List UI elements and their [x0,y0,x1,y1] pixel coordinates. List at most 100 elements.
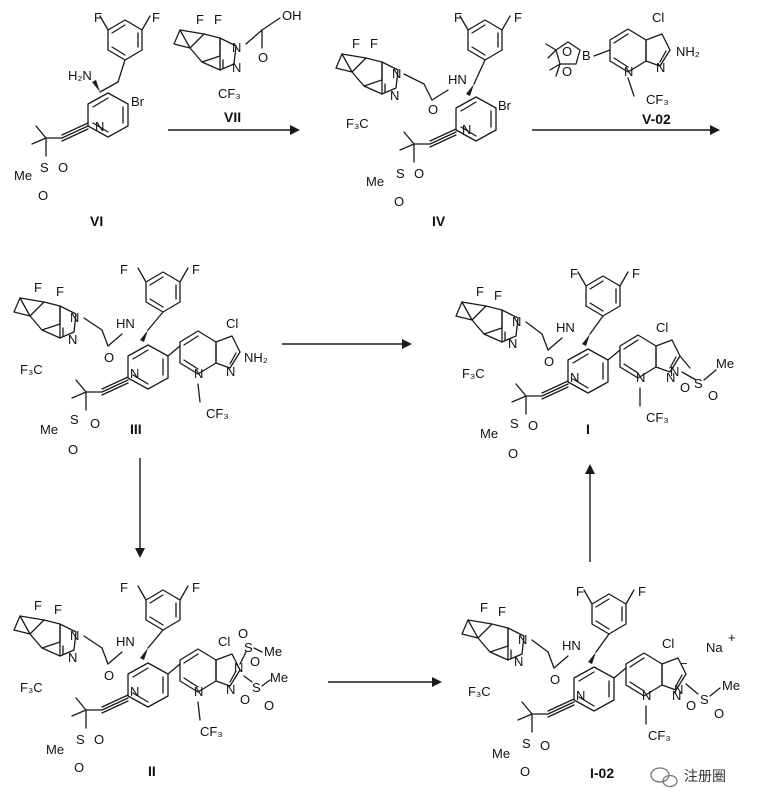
atom-label: N [194,366,203,381]
atom-label: Br [131,94,145,109]
atom-label: N [570,370,579,385]
arrow-iii-to-i [282,339,412,349]
atom-label: N [70,628,79,643]
atom-label: S [244,640,253,655]
atom-label: N [226,364,235,379]
atom-label: F₃C [346,116,369,131]
compound-vi: F F H₂N N Br S Me O O VI [14,10,160,229]
atom-label: N [512,314,521,329]
atom-label: N [194,684,203,699]
atom-label: F [494,288,502,303]
atom-label: O [38,188,48,203]
atom-label: Me [716,356,734,371]
atom-label: O [544,354,554,369]
atom-label: O [562,64,572,79]
atom-label: F [192,262,200,277]
atom-label: O [428,102,438,117]
atom-label: F [576,584,584,599]
atom-label: N [95,119,104,134]
atom-label: O [540,738,550,753]
atom-label: Br [498,98,512,113]
atom-label: S [522,736,531,751]
atom-label: N [232,60,241,75]
atom-label: NH₂ [244,350,268,365]
atom-label: NH₂ [676,44,700,59]
atom-label: S [70,412,79,427]
atom-label: O [104,668,114,683]
atom-label: N [68,650,77,665]
atom-label: N [576,688,585,703]
atom-label: H₂N [68,68,92,83]
atom-label: F [152,10,160,25]
atom-label: F [214,12,222,27]
reagent-v02: O O B Cl NH₂ N N CF₃ V-02 [545,10,700,127]
atom-label: N [670,364,679,379]
atom-label: S [252,680,261,695]
atom-label: Cl [218,634,230,649]
atom-label: N [642,688,651,703]
atom-label: Cl [662,636,674,651]
atom-label: F [632,266,640,281]
atom-label: F [476,284,484,299]
atom-label: Cl [656,320,668,335]
compound-label-ii: II [148,763,156,779]
atom-label: HN [116,316,135,331]
atom-label: N [462,122,471,137]
atom-label: F₃C [20,362,43,377]
atom-label: O [508,446,518,461]
atom-label: N [518,632,527,647]
atom-label: CF₃ [200,724,223,739]
atom-label: Me [46,742,64,757]
atom-label: F [120,580,128,595]
atom-label: B [582,48,591,63]
atom-label: N [390,88,399,103]
atom-label: HN [562,638,581,653]
atom-label: F [196,12,204,27]
atom-label: F [570,266,578,281]
watermark: 注册圈 [650,767,726,788]
atom-label: O [708,388,718,403]
compound-iii: F F N N F₃C O HN F F N Cl NH₂ N N CF₃ S … [13,262,268,457]
atom-label: O [550,672,560,687]
atom-label: Me [480,426,498,441]
atom-label: N [624,64,633,79]
atom-label: S [76,732,85,747]
atom-label: S [396,166,405,181]
atom-label: O [104,350,114,365]
atom-label: N [234,660,243,675]
atom-label: O [528,418,538,433]
arrow-vi-to-iv [168,125,300,135]
atom-label: S [700,692,709,707]
atom-label: O [264,698,274,713]
compound-iv: F F N N F₃C O HN F F N Br S Me O O IV [335,10,522,229]
atom-label: F [352,36,360,51]
atom-label: Me [270,670,288,685]
compound-label-vii: VII [224,109,241,125]
compound-label-v02: V-02 [642,111,671,127]
atom-label: N [68,332,77,347]
atom-label: F [638,584,646,599]
atom-label: F [34,280,42,295]
atom-label: CF₃ [646,410,669,425]
atom-label: N [508,336,517,351]
atom-label: O [680,380,690,395]
atom-label: Na [706,640,723,655]
atom-label: F₃C [20,680,43,695]
compound-label-vi: VI [90,213,103,229]
atom-label: F [120,262,128,277]
atom-label: O [414,166,424,181]
reagent-vii: F F N N OH O CF₃ VII [173,8,302,125]
atom-label: O [562,44,572,59]
atom-label: O [250,654,260,669]
compound-label-iii: III [130,421,142,437]
atom-label: F [54,602,62,617]
atom-label: CF₃ [648,728,671,743]
atom-label: N [232,40,241,55]
atom-label: N [392,66,401,81]
arrow-iii-to-ii [135,458,145,558]
atom-label: HN [448,72,467,87]
atom-label: F [370,36,378,51]
atom-label: OH [282,8,302,23]
atom-label: Me [264,644,282,659]
compound-label-i: I [586,421,590,437]
